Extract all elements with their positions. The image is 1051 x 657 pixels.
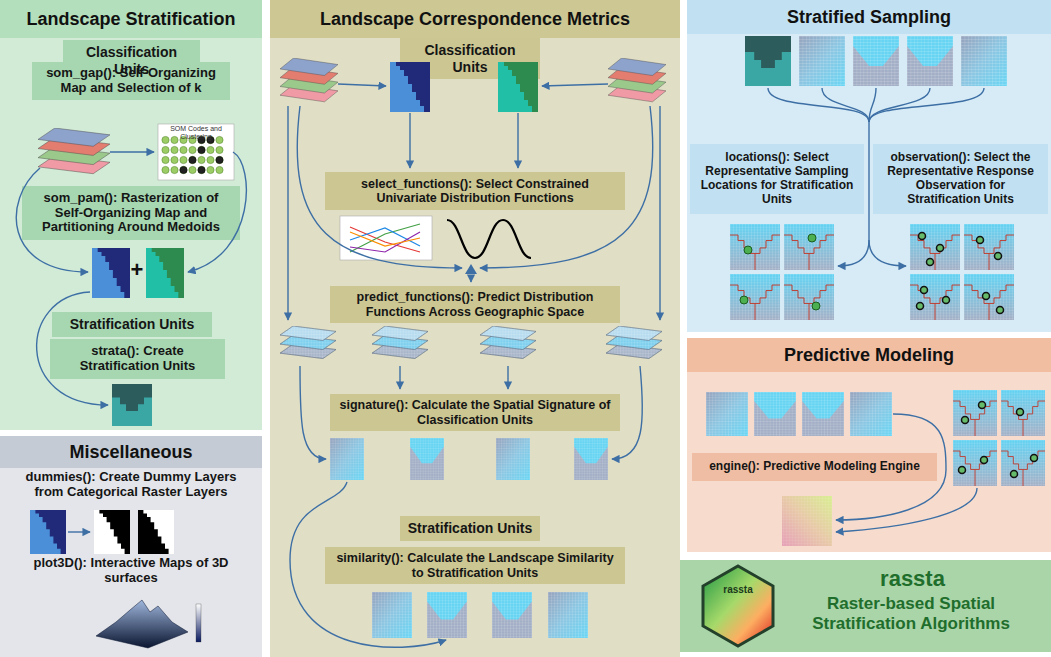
function-box: engine(): Predictive Modeling Engine [692,453,937,481]
function-box: predict_functions(): Predict Distributio… [330,286,620,323]
plus-sign: + [128,258,146,282]
text-holder: Raster-based Spatial Stratification Algo… [776,594,1046,633]
function-box: som_gap(): Self-Organizing Map and Selec… [32,62,230,100]
section-label: Stratification Units [52,312,212,337]
panel-heading: Miscellaneous [0,436,262,468]
label-holder: SOM Codes and Clustering [158,125,234,140]
box-text: strata(): Create Stratification Units [56,344,219,374]
box-text: som_pam(): Rasterization of Self-Organiz… [28,191,234,236]
box-text: Stratification Units [70,316,194,332]
figure-label: SOM Codes and Clustering [158,125,234,140]
function-box: som_pam(): Rasterization of Self-Organiz… [22,186,240,240]
panel-heading: Landscape Stratification [0,0,262,38]
panel-heading: Stratified Sampling [687,0,1051,34]
section-label: Classification Units [400,38,540,79]
box-text: locations(): Select Representative Sampl… [696,151,858,206]
panel-text: rassta [780,566,1045,591]
panel-heading: Landscape Correspondence Metrics [270,0,680,38]
function-box: strata(): Create Stratification Units [50,339,225,379]
label-holder: rassta [713,584,763,595]
panel-text: plot3D(): Interactive Maps of 3D surface… [20,556,242,586]
box-text: som_gap(): Self-Organizing Map and Selec… [38,66,224,96]
box-text: signature(): Calculate the Spatial Signa… [336,398,614,427]
box-text: predict_functions(): Predict Distributio… [336,290,614,319]
text-holder: plot3D(): Interactive Maps of 3D surface… [20,556,242,586]
function-box: observation(): Select the Representative… [873,144,1048,214]
function-box: signature(): Calculate the Spatial Signa… [330,394,620,431]
text-holder: dummies(): Create Dummy Layers from Cate… [11,470,251,500]
function-box: locations(): Select Representative Sampl… [690,144,864,214]
function-box: select_functions(): Select Constrained U… [325,172,625,210]
box-text: observation(): Select the Representative… [879,151,1042,206]
text-holder: rassta [780,566,1045,591]
section-label: Stratification Units [400,516,540,541]
figure-label: rassta [713,584,763,595]
box-text: similarity(): Calculate the Landscape Si… [331,551,619,580]
panel-text: dummies(): Create Dummy Layers from Cate… [11,470,251,500]
panel-heading: Predictive Modeling [687,338,1051,372]
box-text: select_functions(): Select Constrained U… [331,177,619,206]
box-text: engine(): Predictive Modeling Engine [709,460,920,474]
box-text: Classification Units [406,42,534,74]
label-holder: + [128,258,146,282]
function-box: similarity(): Calculate the Landscape Si… [325,547,625,584]
panel-text: Raster-based Spatial Stratification Algo… [776,594,1046,633]
box-text: Stratification Units [408,520,532,536]
